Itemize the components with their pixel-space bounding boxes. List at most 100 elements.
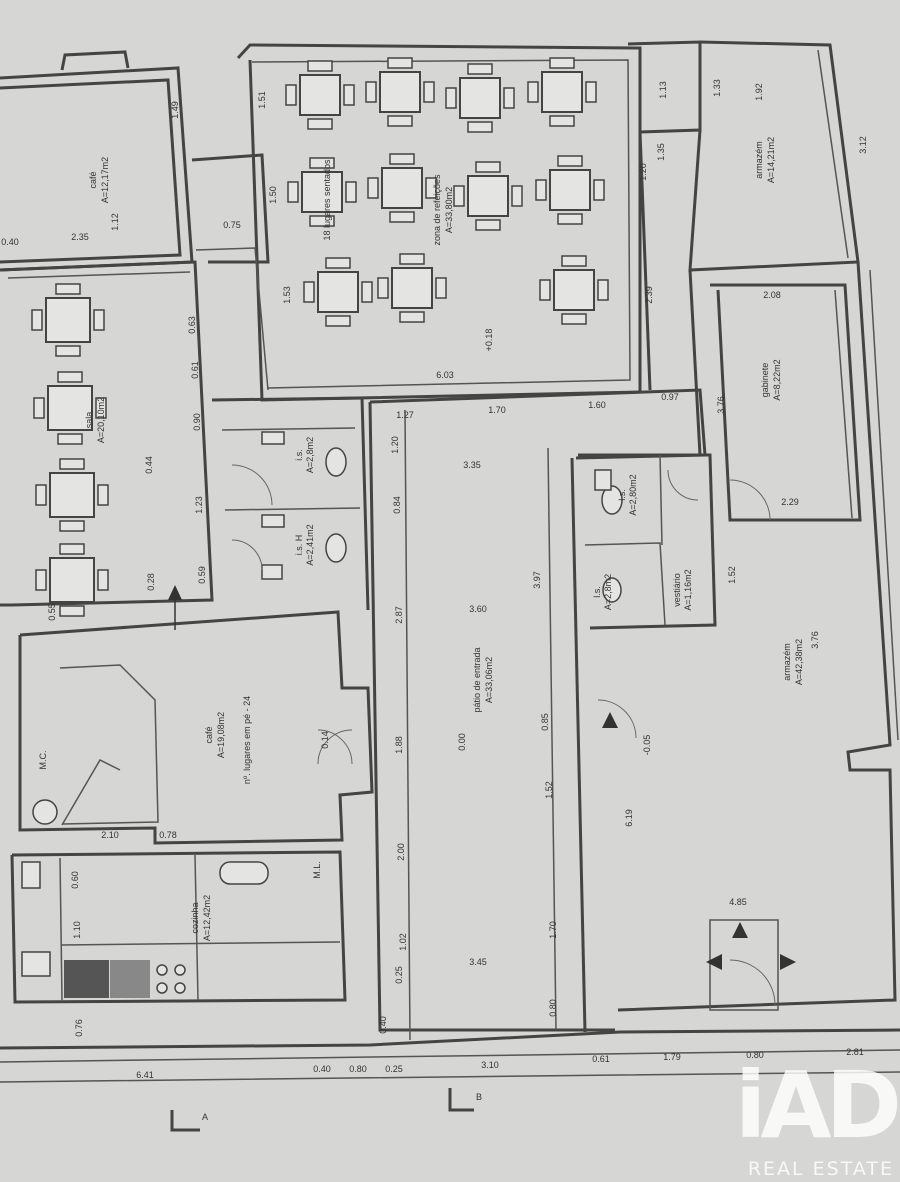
label-ml: M.L. (312, 861, 322, 879)
dim-7: 1.53 (282, 286, 292, 304)
dim-61: 0.40 (378, 1016, 388, 1034)
dim-30: 0.85 (540, 713, 550, 731)
dim-5: 1.50 (268, 186, 278, 204)
dim-24: 3.60 (469, 604, 487, 614)
dim-48: 0.78 (159, 830, 177, 840)
dim-59: 0.80 (746, 1050, 764, 1060)
dim-8: 0.63 (187, 316, 197, 334)
logo-subtitle: REAL ESTATE (747, 1158, 894, 1180)
dim-19: 1.20 (390, 436, 400, 454)
room-sala-left-area: A=20,10m2 (96, 397, 106, 443)
section-marks: A B (170, 1088, 482, 1132)
dim-10: 0.90 (192, 413, 202, 431)
level-sala-left: 0.44 (144, 456, 154, 474)
dim-11: 1.23 (194, 496, 204, 514)
room-cafe-top-name: café (88, 171, 98, 188)
dim-33: 1.13 (658, 81, 668, 99)
dim-20: 0.84 (392, 496, 402, 514)
dim-27: 1.02 (398, 933, 408, 951)
dim-29: 1.52 (544, 781, 554, 799)
dimensions: 1.49 2.35 0.40 1.51 1.50 0.75 1.53 0.63 … (1, 79, 868, 1080)
dim-2: 2.35 (71, 232, 89, 242)
room-is-top-name: i.s. (294, 449, 304, 461)
dim-47: 2.10 (101, 830, 119, 840)
level-sala-top: +0.18 (484, 329, 494, 352)
dim-38: 1.20 (638, 163, 648, 181)
level-armazem-right: -0.05 (642, 735, 652, 756)
section-mark-b: B (476, 1092, 482, 1102)
room-cozinha-area: A=12,42m2 (202, 895, 212, 941)
room-is-h-area: A=2,41m2 (305, 524, 315, 565)
dim-50: 1.10 (72, 921, 82, 939)
room-cozinha-name: cozinha (190, 902, 200, 933)
room-vestiario-name: vestiário (672, 573, 682, 607)
dim-37: 1.35 (656, 143, 666, 161)
dim-44: 3.76 (810, 631, 820, 649)
dining-tables-top (285, 57, 609, 327)
dim-22: 3.35 (463, 460, 481, 470)
dim-43: 1.52 (727, 566, 737, 584)
room-armazem-right-name: armazém (782, 643, 792, 681)
dim-60: 2.81 (846, 1047, 864, 1057)
label-mc: M.C. (38, 751, 48, 770)
level-cafe-main: 0.14 (320, 731, 330, 749)
dim-16: 1.70 (488, 405, 506, 415)
room-gabinete-name: gabinete (760, 363, 770, 398)
doors (231, 464, 779, 1011)
dim-56: 3.10 (481, 1060, 499, 1070)
dim-42: 2.29 (781, 497, 799, 507)
dim-1: 1.49 (170, 101, 180, 119)
dim-41: 3.76 (716, 396, 726, 414)
room-is-top-area: A=2,8m2 (305, 437, 315, 473)
room-labels: café A=12,17m2 1.12 sala A=20,10m2 0.44 … (38, 137, 804, 941)
dim-21: 2.87 (394, 606, 404, 624)
dim-14: 6.03 (436, 370, 454, 380)
dim-23: 3.97 (532, 571, 542, 589)
dim-17: 1.60 (588, 400, 606, 410)
room-is-h-name: i.s. H (294, 535, 304, 556)
room-armazem-top-area: A=14,21m2 (766, 137, 776, 183)
dim-49: 0.60 (70, 871, 80, 889)
room-sala-top-line2: zona de refeições (432, 174, 442, 246)
room-patio-area: A=33,06m2 (484, 657, 494, 703)
dim-26: 2.00 (396, 843, 406, 861)
dim-6: 0.75 (223, 220, 241, 230)
level-patio: 0.00 (457, 733, 467, 751)
room-sala-top-area: A=33,80m2 (444, 187, 454, 233)
room-cafe-main-name: café (204, 726, 214, 743)
room-sala-left-name: sala (84, 412, 94, 429)
dim-13: 0.55 (47, 603, 57, 621)
room-ls-right-area: A=2,80m2 (628, 474, 638, 515)
room-armazem-top-name: armazém (754, 141, 764, 179)
room-gabinete-area: A=8,22m2 (772, 359, 782, 400)
dim-40: 2.08 (763, 290, 781, 300)
dim-32: 0.80 (548, 999, 558, 1017)
dim-54: 0.80 (349, 1064, 367, 1074)
dim-35: 1.92 (754, 83, 764, 101)
dim-51: 0.76 (74, 1019, 84, 1037)
dining-tables-left (31, 283, 109, 617)
room-patio-name: pátio de entrada (472, 647, 482, 712)
dim-18: 0.97 (661, 392, 679, 402)
dim-53: 0.40 (313, 1064, 331, 1074)
dim-25: 1.88 (394, 736, 404, 754)
dim-55: 0.25 (385, 1064, 403, 1074)
dim-34: 1.33 (712, 79, 722, 97)
dim-52: 6.41 (136, 1070, 154, 1080)
dim-4: 1.51 (257, 91, 267, 109)
room-cafe-main-area: A=19,08m2 (216, 712, 226, 758)
room-sala-top-line1: 18 lugares sentados (322, 159, 332, 241)
dim-62: 0.25 (394, 966, 404, 984)
dim-31: 1.70 (548, 921, 558, 939)
dim-28: 3.45 (469, 957, 487, 967)
logo-mark: iAD (734, 1052, 900, 1159)
dim-58: 1.79 (663, 1052, 681, 1062)
room-armazem-right-area: A=42,38m2 (794, 639, 804, 685)
dim-15: 1.27 (396, 410, 414, 420)
watermark-logo: iAD REAL ESTATE (706, 1052, 900, 1181)
sanitary-fixtures (21, 431, 623, 977)
room-ls-small-area: A=2,8m2 (603, 574, 613, 610)
level-0-28: 0.28 (146, 573, 156, 591)
dim-46: 4.85 (729, 897, 747, 907)
